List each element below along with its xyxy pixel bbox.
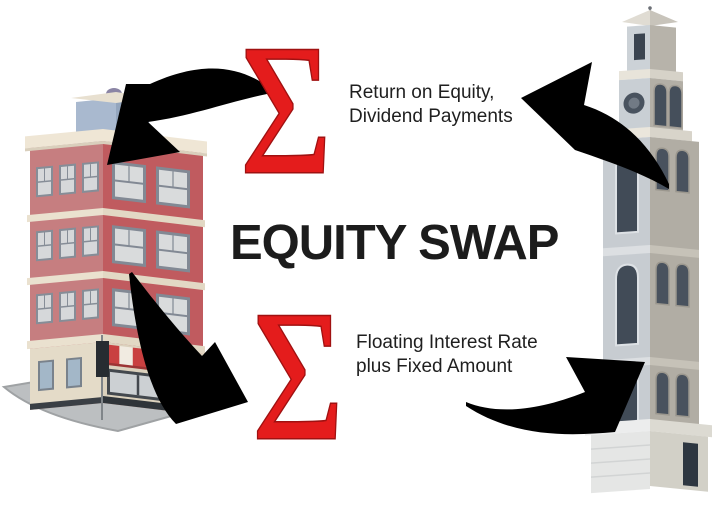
ground-window [40, 361, 52, 389]
curved-arrow-from-right-building-icon [521, 62, 669, 189]
floor-band [27, 333, 103, 350]
awning-stripe [119, 345, 133, 368]
tier1-window [634, 33, 645, 61]
floor-band [27, 207, 103, 223]
doorway [683, 442, 698, 487]
floor-band [103, 271, 205, 291]
base-trim [30, 396, 103, 410]
sill-band [603, 244, 650, 257]
floor-band [103, 208, 205, 228]
curved-arrow-to-right-building-icon [466, 357, 645, 435]
curved-arrow-from-left-building-icon [129, 272, 248, 424]
sill-band [650, 245, 699, 258]
flow-label-top: Return on Equity, Dividend Payments [349, 81, 513, 128]
right-building-illustration [585, 6, 712, 494]
cornice [650, 127, 692, 142]
left-building-west-face [25, 128, 103, 410]
flow-label-bottom-line2: plus Fixed Amount [356, 355, 513, 377]
floor-band [27, 270, 103, 286]
roof-cap-right [650, 10, 678, 26]
corner-sign [96, 341, 109, 377]
base-cornice [650, 419, 712, 438]
roof-cornice [25, 128, 103, 149]
flow-label-top-line2: Dividend Payments [349, 105, 513, 127]
flow-label-bottom-line1: Floating Interest Rate [356, 332, 538, 353]
curved-arrow-to-left-building-icon [107, 68, 267, 165]
antenna-tip [648, 6, 652, 10]
flow-label-top-line1: Return on Equity, [349, 82, 495, 103]
sigma-symbol-bottom: Σ [252, 273, 344, 479]
flow-label-bottom: Floating Interest Rate plus Fixed Amount [356, 331, 538, 378]
cornice [650, 69, 683, 82]
diagram-title: EQUITY SWAP [230, 216, 559, 270]
tower-right-face [650, 25, 712, 492]
sill-band [650, 357, 699, 370]
awning-stripe [106, 344, 120, 366]
sigma-symbol-top: Σ [240, 7, 332, 213]
rosette-center [628, 97, 640, 109]
tier1-wall [650, 25, 676, 74]
ground-window [68, 359, 80, 387]
cornice [619, 68, 650, 81]
cornice-shadow [25, 140, 103, 152]
shaft-wall [650, 137, 699, 428]
roof-cap-left [622, 10, 650, 26]
